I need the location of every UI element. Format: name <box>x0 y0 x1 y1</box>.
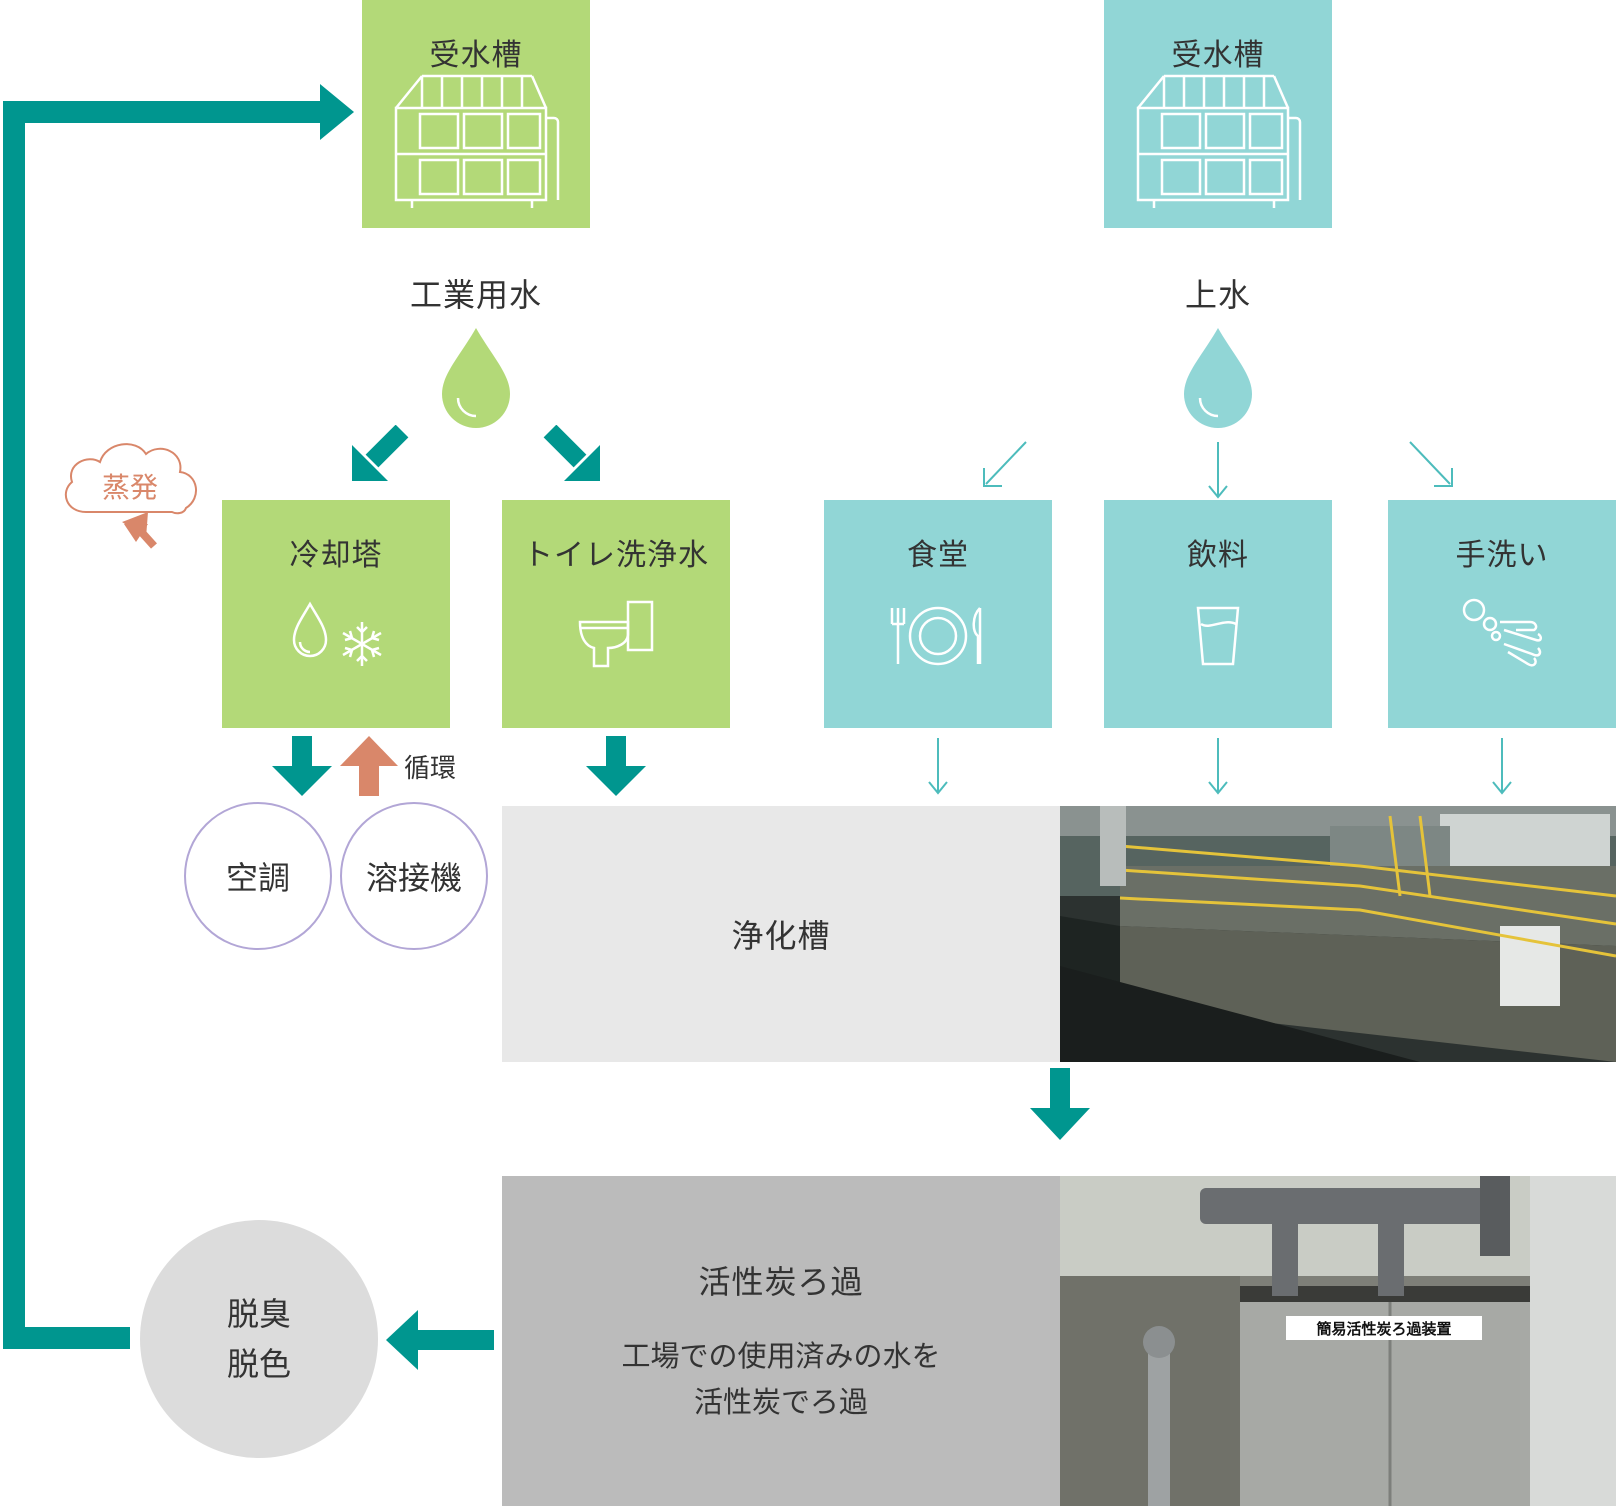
arrow-to-handwash <box>1409 441 1453 487</box>
arrow-septic-to-filter <box>1030 1068 1090 1140</box>
septic-tank-photo <box>1060 806 1616 1062</box>
septic-tank-panel: 浄化槽 <box>502 806 1060 1062</box>
circulation-label: 循環 <box>404 754 457 784</box>
potable-water-label: 上水 <box>1184 276 1251 314</box>
handwash-label: 手洗い <box>1455 538 1549 573</box>
cafeteria-box: 食堂 <box>824 500 1052 728</box>
arrow-to-cafeteria <box>983 441 1027 487</box>
drinks-box: 飲料 <box>1104 500 1332 728</box>
arrow-toilet-to-septic <box>586 736 646 796</box>
welder-label: 溶接機 <box>365 859 462 897</box>
deodorize-label: 脱臭 <box>226 1295 291 1333</box>
evaporation-label: 蒸発 <box>101 471 158 504</box>
arrow-handwash-to-septic <box>1492 738 1512 795</box>
carbon-filter-desc-2: 活性炭でろ過 <box>693 1385 868 1419</box>
aircon-label: 空調 <box>225 859 290 897</box>
carbon-filter-photo: 簡易活性炭ろ過装置 <box>1060 1176 1616 1506</box>
toilet-icon <box>578 600 654 668</box>
septic-tank-label: 浄化槽 <box>731 917 831 955</box>
deodorize-decolor-circle: 脱臭 脱色 <box>140 1220 378 1458</box>
teal-water-drop-icon <box>1184 328 1252 428</box>
carbon-filter-panel: 活性炭ろ過 工場での使用済みの水を 活性炭でろ過 <box>502 1176 1060 1506</box>
arrow-to-drinks <box>1208 442 1228 499</box>
toilet-flush-box: トイレ洗浄水 <box>502 500 730 728</box>
drinks-label: 飲料 <box>1187 538 1249 573</box>
handwash-box: 手洗い <box>1388 500 1616 728</box>
carbon-filter-title: 活性炭ろ過 <box>698 1263 864 1301</box>
industrial-water-tank: 受水槽 <box>362 0 590 228</box>
water-drop-snowflake-icon <box>292 601 382 666</box>
carbon-filter-desc-1: 工場での使用済みの水を <box>621 1339 941 1373</box>
potable-water-tank: 受水槽 <box>1104 0 1332 228</box>
arrow-to-cooling-tower <box>352 425 409 481</box>
plate-cutlery-icon <box>890 606 982 666</box>
arrow-to-toilet <box>543 425 600 481</box>
hand-washing-icon <box>1462 598 1542 667</box>
welder-circle: 溶接機 <box>340 802 488 950</box>
arrow-cafeteria-to-septic <box>928 738 948 795</box>
arrow-to-aircon <box>272 736 332 796</box>
arrow-filter-to-deodorize <box>386 1310 494 1370</box>
cooling-tower-label: 冷却塔 <box>289 538 383 573</box>
toilet-flush-label: トイレ洗浄水 <box>523 538 709 573</box>
arrow-drinks-to-septic <box>1208 738 1228 795</box>
water-tank-icon <box>394 74 560 208</box>
cafeteria-label: 食堂 <box>907 538 969 573</box>
cooling-tower-box: 冷却塔 <box>222 500 450 728</box>
industrial-water-label: 工業用水 <box>409 276 542 314</box>
circulation-arrow-up <box>340 736 398 796</box>
water-tank-icon <box>1136 74 1302 208</box>
evaporation-cloud-icon <box>64 443 197 549</box>
aircon-circle: 空調 <box>184 802 332 950</box>
decolor-label: 脱色 <box>226 1345 291 1383</box>
green-water-drop-icon <box>442 328 510 428</box>
carbon-filter-sign: 簡易活性炭ろ過装置 <box>1316 1320 1452 1338</box>
drinking-glass-icon <box>1196 606 1240 666</box>
industrial-tank-label: 受水槽 <box>429 38 523 73</box>
potable-tank-label: 受水槽 <box>1171 38 1265 73</box>
